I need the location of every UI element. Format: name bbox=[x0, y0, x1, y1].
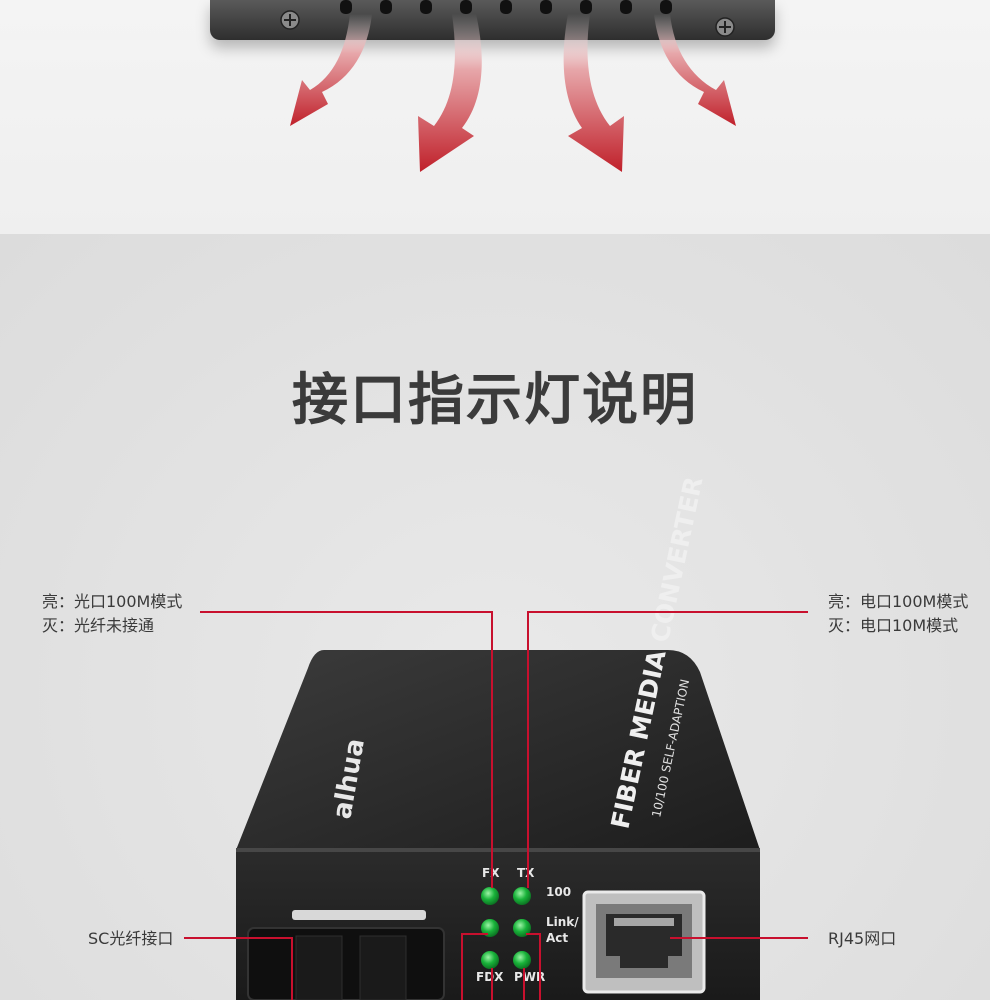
tx-led bbox=[513, 887, 531, 905]
fx-indicator-description: 亮：光口100M模式 灭：光纤未接通 bbox=[42, 590, 182, 638]
heat-arrow-icon bbox=[654, 14, 736, 126]
link-callout-line-right bbox=[526, 933, 541, 1000]
tx-indicator-description: 亮：电口100M模式 灭：电口10M模式 bbox=[828, 590, 968, 638]
fx-callout-line bbox=[200, 611, 493, 888]
rj45-port bbox=[582, 890, 706, 994]
link-led-left bbox=[481, 919, 499, 937]
device-underside bbox=[210, 0, 775, 40]
page-title: 接口指示灯说明 bbox=[292, 368, 698, 433]
led-label-act: Act bbox=[546, 931, 568, 945]
rj45-port-label: RJ45网口 bbox=[828, 929, 897, 948]
pwr-led bbox=[513, 951, 531, 969]
link-led-right bbox=[513, 919, 531, 937]
led-label-tx: TX bbox=[517, 866, 535, 880]
screw-icon bbox=[280, 10, 300, 30]
led-label-fdx: FDX bbox=[476, 970, 504, 984]
fx-led bbox=[481, 887, 499, 905]
led-label-pwr: PWR bbox=[514, 970, 545, 984]
heat-arrow-icon bbox=[418, 14, 482, 172]
fx-on-text: 亮：光口100M模式 bbox=[42, 592, 183, 611]
vent-slots bbox=[340, 0, 672, 14]
media-converter-device: alhua FIBER MEDIA CONVERTER 10/100 SELF-… bbox=[236, 474, 760, 1000]
fx-off-text: 灭：光纤未接通 bbox=[42, 616, 155, 635]
sc-callout-line bbox=[184, 937, 293, 1000]
heat-arrow-icon bbox=[290, 14, 372, 126]
sc-port-label: SC光纤接口 bbox=[88, 929, 174, 948]
link-callout-line-left bbox=[461, 933, 488, 1000]
screw-icon bbox=[715, 17, 735, 37]
tx-off-text: 灭：电口10M模式 bbox=[828, 616, 959, 635]
heat-arrow-icon bbox=[563, 14, 624, 172]
led-label-link: Link/ bbox=[546, 915, 579, 929]
callout-lines bbox=[184, 611, 808, 1000]
tx-on-text: 亮：电口100M模式 bbox=[828, 592, 969, 611]
led-label-100: 100 bbox=[546, 885, 571, 899]
fdx-led bbox=[481, 951, 499, 969]
sc-fiber-port bbox=[247, 910, 445, 1000]
tx-callout-line bbox=[527, 611, 808, 888]
